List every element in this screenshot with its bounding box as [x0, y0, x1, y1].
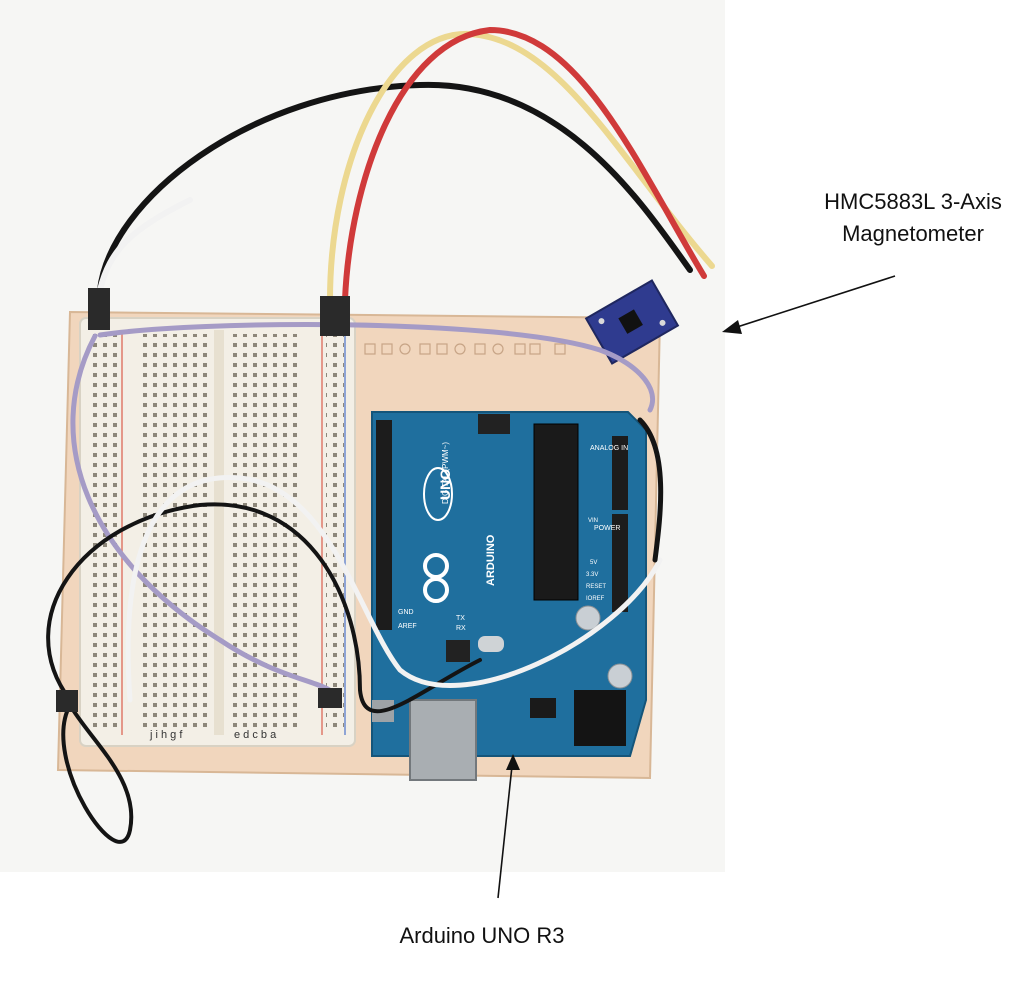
- baseplate-outlines: [364, 343, 566, 355]
- board-analog-text: ANALOG IN: [590, 445, 628, 452]
- voltage-regulator: [530, 698, 556, 718]
- atmega-chip: [533, 423, 579, 601]
- wire-connector: [56, 690, 78, 712]
- usb-chip: [446, 640, 470, 662]
- wire-connector: [88, 288, 110, 330]
- board-digital-text: DIGITAL (PWM~): [441, 442, 450, 504]
- wire-connector: [318, 688, 342, 708]
- wire-grey-lavender-top: [97, 322, 655, 413]
- board-vin-text: VIN: [588, 518, 598, 524]
- wire-red: [342, 26, 707, 303]
- arduino-uno-board: [371, 411, 647, 781]
- board-power-text: POWER: [594, 525, 620, 532]
- usb-port: [409, 699, 477, 781]
- wire-white-middle: [125, 475, 663, 703]
- board-tx-text: TX: [456, 615, 465, 622]
- wire-black-right: [637, 417, 664, 563]
- wire-connector: [320, 296, 350, 336]
- uno-badge: [423, 467, 453, 521]
- board-gnd-text: GND: [398, 609, 414, 616]
- board-3v3-text: 3.3V: [586, 572, 598, 578]
- digital-header: [376, 420, 392, 630]
- board-model-text: UNO: [437, 469, 453, 500]
- arduino-label: Arduino UNO R3: [399, 923, 565, 948]
- crystal-oscillator: [478, 636, 504, 652]
- board-brand-text: ARDUINO: [485, 534, 497, 586]
- wire-grey-lavender: [70, 333, 338, 697]
- breadboard-columns-right: e d c b a: [234, 729, 277, 741]
- dc-power-jack: [574, 690, 626, 746]
- capacitor: [607, 663, 633, 689]
- board-reset-text: RESET: [586, 584, 606, 590]
- magnetometer-label-line2: Magnetometer: [842, 221, 984, 246]
- board-5v-text: 5V: [590, 560, 597, 566]
- arrow-to-magnetometer: [722, 275, 896, 334]
- board-rx-text: RX: [456, 625, 466, 632]
- arrow-to-arduino: [497, 754, 520, 899]
- icsp-header: [478, 414, 510, 434]
- wire-black-middle: [46, 502, 482, 714]
- arduino-infinity-logo: [423, 553, 449, 603]
- power-header: [612, 514, 628, 612]
- breadboard-columns-left: j i h g f: [149, 729, 183, 741]
- hmc5883l-sensor-board: [584, 279, 680, 365]
- wire-black-loop: [61, 703, 134, 844]
- board-ioref-text: IOREF: [586, 596, 605, 602]
- board-aref-text: AREF: [398, 623, 417, 630]
- capacitor: [575, 605, 601, 631]
- wire-black-top: [97, 81, 693, 293]
- magnetometer-label-line1: HMC5883L 3-Axis: [824, 189, 1002, 214]
- jumper-wires: [46, 26, 715, 844]
- magnetometer-label: HMC5883L 3-Axis Magnetometer: [798, 186, 1027, 250]
- analog-header: [612, 436, 628, 510]
- wire-white-top: [97, 197, 193, 293]
